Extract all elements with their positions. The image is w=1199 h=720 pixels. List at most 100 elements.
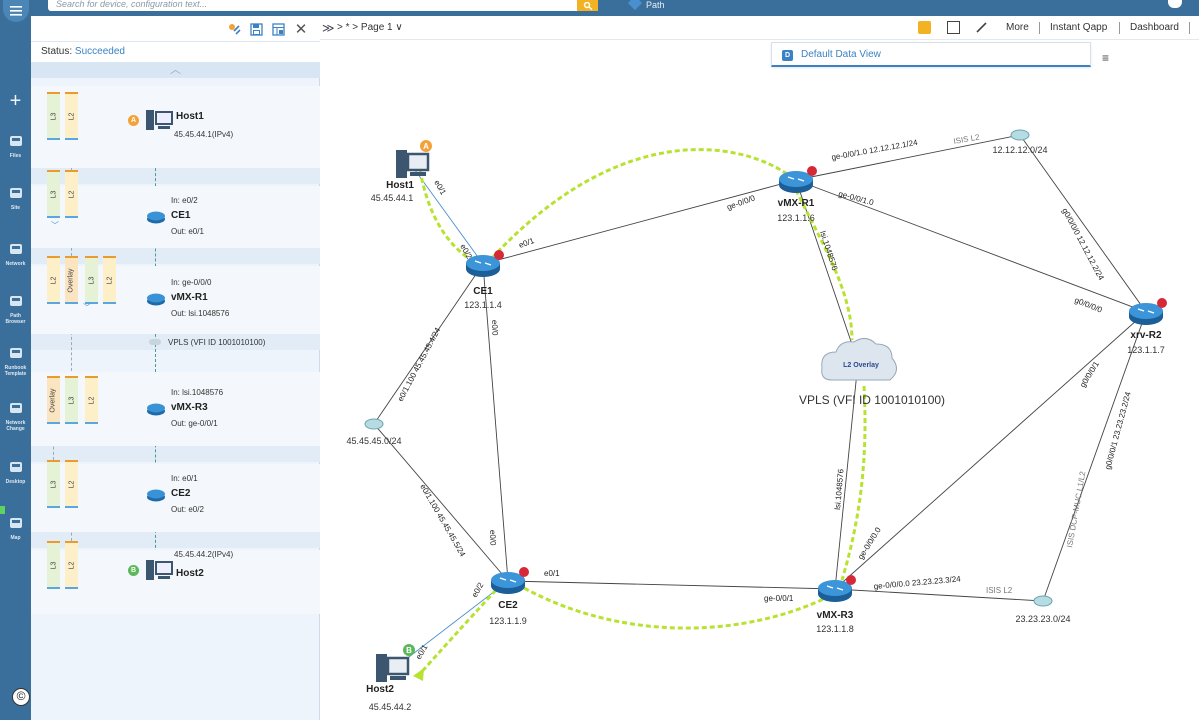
layer-badge[interactable]: L3: [47, 170, 60, 218]
device-name[interactable]: vMX-R1: [778, 198, 815, 209]
link-label[interactable]: lsi.1048576: [833, 468, 846, 510]
nav-path-browser[interactable]: Path Browser: [0, 294, 31, 325]
pen-icon[interactable]: [975, 21, 988, 34]
router-icon[interactable]: [491, 567, 529, 594]
device-name[interactable]: Host1: [386, 180, 414, 191]
layer-badge[interactable]: L2: [65, 92, 78, 140]
save-icon[interactable]: [248, 21, 264, 37]
highlighted-path[interactable]: [416, 148, 867, 677]
breadcrumb[interactable]: > * > Page 1 ∨: [337, 22, 403, 33]
nav-add[interactable]: +: [0, 91, 31, 111]
search-button[interactable]: [577, 0, 598, 11]
link-label[interactable]: g0/0/0/0 12.12.12.2/24: [1060, 207, 1106, 282]
layer-badge[interactable]: L2: [65, 170, 78, 218]
router-icon[interactable]: [146, 488, 166, 502]
layer-badge[interactable]: L3: [65, 376, 78, 424]
link-label[interactable]: e0/1: [544, 569, 560, 578]
topology-link[interactable]: [507, 580, 836, 590]
topology-link[interactable]: [834, 311, 1147, 590]
hop-device-name[interactable]: vMX-R1: [171, 292, 208, 303]
link-label[interactable]: e0/1: [414, 643, 430, 661]
hop-device-name[interactable]: vMX-R3: [171, 402, 208, 413]
device-name[interactable]: CE2: [498, 600, 518, 611]
layer-badge[interactable]: L3: [85, 256, 98, 304]
more-menu[interactable]: More: [1006, 22, 1029, 33]
hop-row[interactable]: [31, 372, 320, 446]
link-label[interactable]: e0/1: [432, 179, 448, 197]
l2-overlay-cloud[interactable]: [821, 338, 897, 381]
topology-link[interactable]: [795, 134, 1021, 181]
router-icon[interactable]: [1129, 298, 1167, 325]
dashboard-button[interactable]: Dashboard: [1130, 22, 1179, 33]
subnet-icon[interactable]: [1033, 595, 1053, 607]
link-label[interactable]: e0/1: [518, 236, 536, 250]
layer-badge[interactable]: L2: [103, 256, 116, 304]
data-view-selector[interactable]: D Default Data View: [771, 42, 1091, 67]
hop-row[interactable]: [31, 86, 320, 168]
link-label[interactable]: e0/0: [490, 320, 500, 336]
nav-network[interactable]: Network: [0, 242, 31, 267]
host-icon[interactable]: [145, 558, 173, 582]
nav-files[interactable]: Files: [0, 134, 31, 159]
topology-link[interactable]: [834, 588, 1044, 602]
link-label[interactable]: ge-0/0/0.0 23.23.23.3/24: [873, 574, 961, 591]
hop-device-name[interactable]: CE2: [171, 488, 191, 499]
link-label[interactable]: lsi.1048576: [818, 230, 839, 272]
chevron-down-icon[interactable]: ﹀: [83, 303, 91, 312]
hop-row[interactable]: [31, 550, 320, 614]
layer-badge[interactable]: L3: [47, 92, 60, 140]
layer-badge[interactable]: Overlay: [47, 376, 60, 424]
hop-device-name[interactable]: Host1: [176, 111, 204, 122]
topology-link[interactable]: [482, 263, 509, 582]
router-icon[interactable]: [466, 250, 504, 277]
note-icon[interactable]: [918, 21, 931, 34]
router-icon[interactable]: [146, 210, 166, 224]
hop-device-name[interactable]: Host2: [176, 568, 204, 579]
link-label[interactable]: ISIS L2: [986, 586, 1013, 595]
instant-qapp-button[interactable]: Instant Qapp: [1050, 22, 1108, 33]
device-name[interactable]: CE1: [473, 286, 493, 297]
subnet-icon[interactable]: [364, 418, 384, 430]
link-label[interactable]: ge-0/0/0: [726, 193, 757, 212]
link-label[interactable]: g0/0/0/0: [1073, 296, 1104, 315]
host-icon[interactable]: [376, 654, 410, 682]
link-label[interactable]: ge-0/0/1: [764, 594, 794, 603]
link-label[interactable]: ge-0/0/1.0: [837, 189, 875, 207]
nav-map[interactable]: Map: [0, 516, 31, 541]
nav-site[interactable]: Site: [0, 186, 31, 211]
host-icon[interactable]: [396, 150, 430, 178]
path-button[interactable]: Path: [627, 0, 665, 10]
layer-badge[interactable]: Overlay: [65, 256, 78, 304]
user-icon[interactable]: [1168, 0, 1182, 8]
layer-badge[interactable]: L3: [47, 460, 60, 508]
link-label[interactable]: ISIS DCP-MUC L1/L2: [1065, 470, 1087, 548]
link-label[interactable]: g0/0/0/1 23.23.23.2/24: [1103, 390, 1133, 470]
layer-badge[interactable]: L2: [85, 376, 98, 424]
close-icon[interactable]: ✕: [294, 21, 308, 38]
hop-row[interactable]: [31, 464, 320, 532]
router-icon[interactable]: [146, 292, 166, 306]
router-icon[interactable]: [818, 575, 856, 602]
topology-link[interactable]: [795, 179, 859, 363]
layer-badge[interactable]: L2: [65, 460, 78, 508]
export-icon[interactable]: [270, 21, 286, 37]
link-label[interactable]: e0/1.100 45.45.45.4/24: [396, 326, 443, 403]
host-icon[interactable]: [145, 108, 173, 132]
link-label[interactable]: e0/1.100 45.45.45.5/24: [418, 483, 467, 559]
link-label[interactable]: g0/0/0/1: [1078, 359, 1101, 389]
main-menu-button[interactable]: [3, 0, 29, 22]
link-label[interactable]: ge-0/0/0.0: [856, 525, 883, 561]
map-menu-icon[interactable]: ≡: [1102, 51, 1110, 65]
layer-badge[interactable]: L2: [47, 256, 60, 304]
topology-link[interactable]: [795, 179, 1147, 313]
topology-link[interactable]: [1042, 311, 1147, 602]
hop-row[interactable]: [31, 186, 320, 248]
topology-link[interactable]: [834, 361, 859, 590]
search-input[interactable]: Search for device, configuration text...: [48, 0, 598, 11]
nav-network-change[interactable]: Network Change: [0, 401, 31, 432]
device-name[interactable]: vMX-R3: [817, 610, 854, 621]
topology-link[interactable]: [1019, 134, 1147, 313]
router-icon[interactable]: [779, 166, 817, 193]
nav-desktop[interactable]: Desktop: [0, 460, 31, 485]
link-label[interactable]: e0/0: [488, 530, 498, 546]
